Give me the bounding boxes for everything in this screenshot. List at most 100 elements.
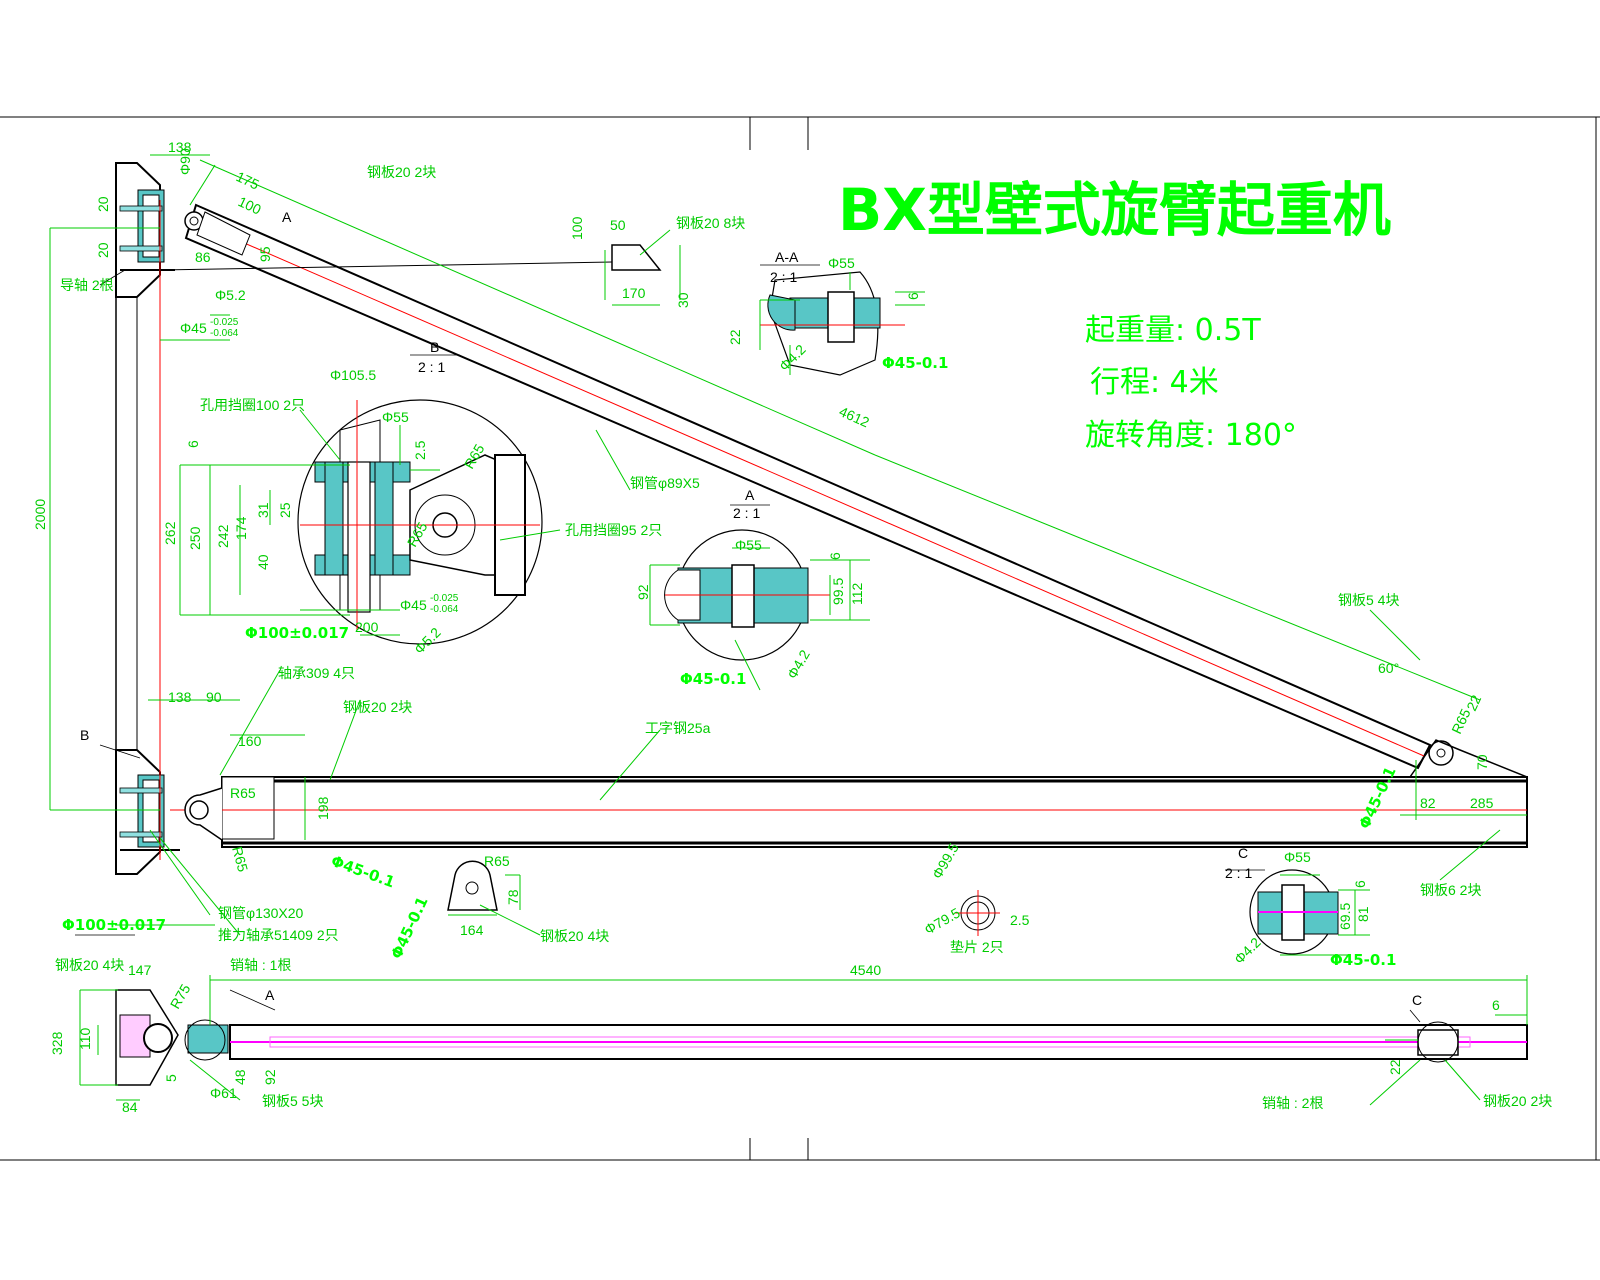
callout-plate6: 钢板6 2块	[1420, 882, 1481, 898]
dim-84: 84	[122, 1099, 138, 1115]
dim-m-r65: R65	[230, 785, 256, 801]
dim-90: 90	[206, 689, 222, 705]
label-section-aa: A-A	[775, 249, 799, 265]
dim-110: 110	[77, 1027, 93, 1050]
dim-phi52a: Φ5.2	[215, 287, 246, 303]
dim-2000: 2000	[32, 499, 48, 530]
dim-86: 86	[195, 249, 211, 265]
callout-plate20-4-left: 钢板20 4块	[55, 957, 124, 973]
dim-175: 175	[234, 168, 262, 192]
dim-r-22: 22	[1463, 692, 1484, 713]
dim-r75: R75	[167, 981, 194, 1011]
detail-a-view	[649, 504, 870, 691]
dim-c-81: 81	[1355, 906, 1371, 922]
dim-a-92: 92	[635, 584, 651, 600]
dim-138: 138	[168, 139, 192, 155]
dim-aa-22: 22	[727, 329, 743, 345]
label-detail-b: B	[430, 339, 439, 355]
dim-b-phi55: Φ55	[382, 409, 409, 425]
dim-a-phi42: Φ4.2	[784, 647, 813, 682]
spec-rotation: 旋转角度: 180°	[1085, 418, 1297, 453]
scale-detail-b: 2 : 1	[418, 359, 445, 375]
callout-plate20-8: 钢板20 8块	[676, 215, 745, 231]
dim-tol-a-bot: -0.064	[210, 328, 239, 339]
dim-4540: 4540	[850, 962, 881, 978]
callout-pin2b: 销轴 : 2根	[1262, 1095, 1323, 1111]
callouts: 钢板20 2块 钢板20 8块 导轴 2根 钢管φ89X5 孔用挡圈100 2只…	[55, 164, 1552, 1111]
dimension-lines	[49, 154, 1527, 936]
dim-31: 31	[255, 502, 271, 518]
dim-92b: 92	[262, 1069, 278, 1085]
dim-aa-6: 6	[905, 292, 921, 300]
callout-plate20-4: 钢板20 4块	[540, 928, 609, 944]
dim-aa-phi55: Φ55	[828, 255, 855, 271]
callout-pin2: 导轴 2根	[60, 277, 114, 293]
dim-160: 160	[238, 733, 262, 749]
dim-n-r65: R65	[229, 845, 251, 874]
dim-c-phi42: Φ4.2	[1231, 934, 1264, 967]
dim-100p: 100	[569, 216, 585, 240]
dim-250: 250	[187, 526, 203, 550]
dimension-texts: 138 Φ90 175 100 20 20 86 95 Φ5.2 Φ45 -0.…	[32, 139, 1500, 1115]
dim-phi45b: Φ45	[400, 597, 427, 613]
dim-170: 170	[622, 285, 646, 301]
dim-a-112: 112	[849, 582, 865, 605]
dim-aa-fit: Φ45-0.1	[882, 354, 948, 372]
dim-e-22: 22	[1387, 1059, 1403, 1075]
callout-circlip95: 孔用挡圈95 2只	[565, 522, 662, 538]
dim-a-fit: Φ45-0.1	[680, 670, 746, 688]
dim-w-25: 2.5	[1010, 912, 1030, 928]
callout-plate20-mid: 钢板20 2块	[343, 699, 412, 715]
dim-147: 147	[128, 962, 152, 978]
dim-100: 100	[236, 193, 264, 217]
dim-a-phi55: Φ55	[735, 537, 762, 553]
dim-164: 164	[460, 922, 484, 938]
dim-c-fit: Φ45-0.1	[1330, 951, 1396, 969]
dim-95: 95	[257, 246, 273, 262]
callout-tube130: 钢管φ130X20	[218, 905, 304, 921]
dim-78: 78	[505, 889, 521, 905]
main-elevation	[115, 162, 1528, 936]
callout-plate20-br: 钢板20 2块	[1483, 1093, 1552, 1109]
dim-5: 5	[163, 1074, 179, 1082]
label-detail-c: C	[1238, 845, 1248, 861]
callout-bearing309: 轴承309 4只	[278, 665, 355, 681]
dim-48: 48	[232, 1069, 248, 1085]
scale-section-aa: 2 : 1	[770, 269, 797, 285]
title-block: BX型壁式旋臂起重机 起重量: 0.5T 行程: 4米 旋转角度: 180°	[838, 176, 1391, 453]
detail-c-view	[1225, 869, 1370, 956]
marker-a: A	[282, 209, 292, 225]
dim-b-25: 2.5	[412, 440, 428, 460]
spec-travel: 行程: 4米	[1090, 365, 1219, 400]
view-labels: A-A 2 : 1 B 2 : 1 A 2 : 1 C 2 : 1 A B C …	[80, 209, 1422, 1008]
dim-262: 262	[162, 521, 178, 545]
dim-30: 30	[675, 292, 691, 308]
callout-tube89: 钢管φ89X5	[630, 475, 700, 491]
dim-tol-a-top: -0.025	[210, 317, 239, 328]
dim-198: 198	[315, 796, 331, 820]
dim-328: 328	[49, 1031, 65, 1055]
scale-detail-a: 2 : 1	[733, 505, 760, 521]
dim-174: 174	[233, 516, 249, 540]
dim-c-phi55: Φ55	[1284, 849, 1311, 865]
dim-a-995: 99.5	[830, 578, 846, 605]
dim-70: 70	[1474, 754, 1490, 770]
dim-lug-fit: Φ45-0.1	[387, 894, 431, 962]
marker-b: B	[80, 727, 89, 743]
dim-4612: 4612	[837, 403, 872, 430]
dim-40: 40	[255, 554, 271, 570]
dim-285: 285	[1470, 795, 1494, 811]
callout-ibeam: 工字钢25a	[645, 720, 711, 736]
dim-138b: 138	[168, 689, 192, 705]
dim-phi90: Φ90	[177, 148, 193, 175]
dim-200: 200	[355, 619, 379, 635]
dim-tol-b-bot: -0.064	[430, 604, 459, 615]
dim-e-6: 6	[1492, 997, 1500, 1013]
dim-c-695: 69.5	[1337, 903, 1353, 930]
section-aa-view	[759, 264, 925, 376]
scale-detail-c: 2 : 1	[1225, 865, 1252, 881]
callout-bearing100: 孔用挡圈100 2只	[200, 397, 305, 413]
dim-w-795: Φ79.5	[922, 904, 963, 937]
dim-phi61: Φ61	[210, 1085, 237, 1101]
drawing-frame	[0, 116, 1600, 1161]
